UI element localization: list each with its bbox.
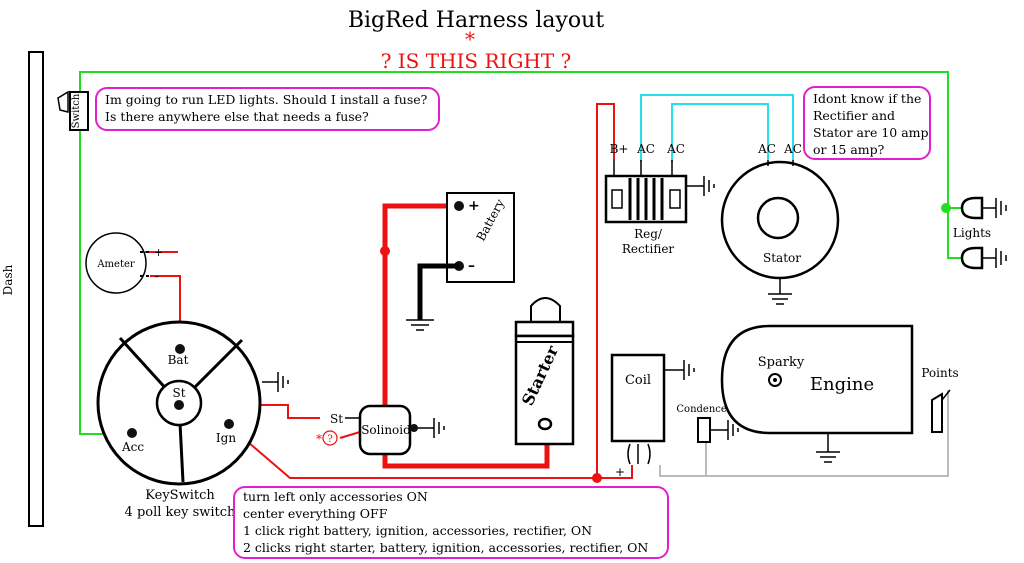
points	[931, 389, 951, 433]
light-bottom	[960, 246, 1007, 270]
gray-wires	[659, 390, 949, 477]
battery-ground-wire	[417, 263, 459, 320]
coil-plus: +	[615, 465, 625, 479]
solenoid-st-label: St	[330, 412, 343, 426]
keyswitch-bat: Bat	[168, 353, 189, 367]
keyswitch-note: turn left only accessories ON center eve…	[233, 486, 669, 559]
lights-label: Lights	[953, 226, 991, 240]
condencer	[697, 417, 739, 443]
coil-ground-icon	[664, 360, 695, 380]
stator-ac-1: AC	[757, 142, 776, 156]
title-star: *	[465, 27, 475, 51]
coil-junction	[592, 473, 602, 483]
question-text: ? IS THIS RIGHT ?	[381, 49, 572, 73]
battery-junction	[380, 246, 390, 256]
points-label: Points	[921, 366, 958, 380]
reg-ac-2: AC	[666, 142, 685, 156]
keyswitch-ground-icon	[262, 372, 289, 392]
dash-switch[interactable]: Switch	[57, 90, 89, 131]
reg-ac-1: AC	[636, 142, 655, 156]
keyswitch-acc: Acc	[121, 440, 144, 454]
sparky-label: Sparky	[758, 355, 805, 370]
engine-ground-icon	[816, 433, 840, 463]
keyswitch-sub: 4 poll key switch	[125, 505, 237, 520]
stator-note-line-3: Stator are 10 amp	[813, 125, 929, 140]
keyswitch-st: St	[172, 386, 185, 400]
solenoid-ground-icon	[418, 418, 445, 438]
solenoid-label: Solinoid	[361, 423, 411, 437]
switch-label: Switch	[71, 93, 82, 128]
fuse-note: Im going to run LED lights. Should I ins…	[95, 87, 440, 131]
ameter-plus: +	[154, 246, 163, 259]
lights-junction	[941, 203, 951, 213]
solenoid-star: *	[316, 432, 322, 446]
reg-label: Reg/	[634, 227, 663, 241]
battery: + – Battery	[446, 192, 515, 283]
key-switch[interactable]: Bat St Acc Ign	[96, 320, 262, 486]
reg-ground-icon	[686, 176, 715, 196]
keyswitch-note-line-4: 2 clicks right starter, battery, ignitio…	[243, 540, 649, 555]
diagram-title: BigRed Harness layout	[348, 8, 605, 33]
battery-plus: +	[468, 198, 480, 214]
solenoid-question-icon	[322, 430, 338, 446]
engine: Sparky Engine	[720, 324, 914, 435]
battery-ground-icon	[406, 319, 434, 331]
stator-ac-2: AC	[783, 142, 802, 156]
keyswitch-note-line-1: turn left only accessories ON	[243, 489, 428, 504]
ignition-coil: Coil +	[610, 353, 666, 479]
keyswitch-label: KeySwitch	[145, 488, 215, 503]
dash-label: Dash	[1, 264, 15, 295]
keyswitch-note-line-2: center everything OFF	[243, 506, 388, 521]
stator-label: Stator	[763, 251, 801, 265]
battery-minus: –	[468, 258, 475, 274]
stator-note-line-2: Rectifier and	[813, 108, 896, 123]
engine-label: Engine	[810, 374, 874, 395]
cyan-wires	[640, 94, 794, 162]
stator-ground-icon	[768, 278, 792, 305]
ameter: Ameter + –	[85, 232, 163, 294]
light-top	[960, 196, 1007, 220]
fuse-note-line-1: Im going to run LED lights. Should I ins…	[105, 92, 428, 107]
keyswitch-note-line-3: 1 click right battery, ignition, accesso…	[243, 523, 593, 538]
reg-b-plus: B+	[610, 142, 629, 156]
stator-note: Idont know if the Rectifier and Stator a…	[803, 86, 931, 160]
condencer-label: Condencer	[676, 404, 731, 415]
solenoid-question: ?	[327, 434, 332, 445]
regulator-rectifier: B+ AC AC Reg/ Rectifier	[604, 142, 688, 256]
fuse-note-line-2: Is there anywhere else that needs a fuse…	[105, 109, 369, 124]
ameter-minus: –	[154, 270, 160, 283]
keyswitch-ign: Ign	[216, 431, 236, 445]
stator-note-line-1: Idont know if the	[813, 91, 922, 106]
rectifier-label: Rectifier	[622, 242, 675, 256]
coil-label: Coil	[625, 373, 651, 388]
dash-bar	[28, 51, 44, 527]
ameter-label: Ameter	[96, 259, 135, 270]
starter: Starter	[514, 297, 575, 446]
stator-note-line-4: or 15 amp?	[813, 142, 885, 157]
stator: AC AC Stator	[720, 142, 840, 280]
solenoid: Solinoid	[358, 404, 418, 456]
